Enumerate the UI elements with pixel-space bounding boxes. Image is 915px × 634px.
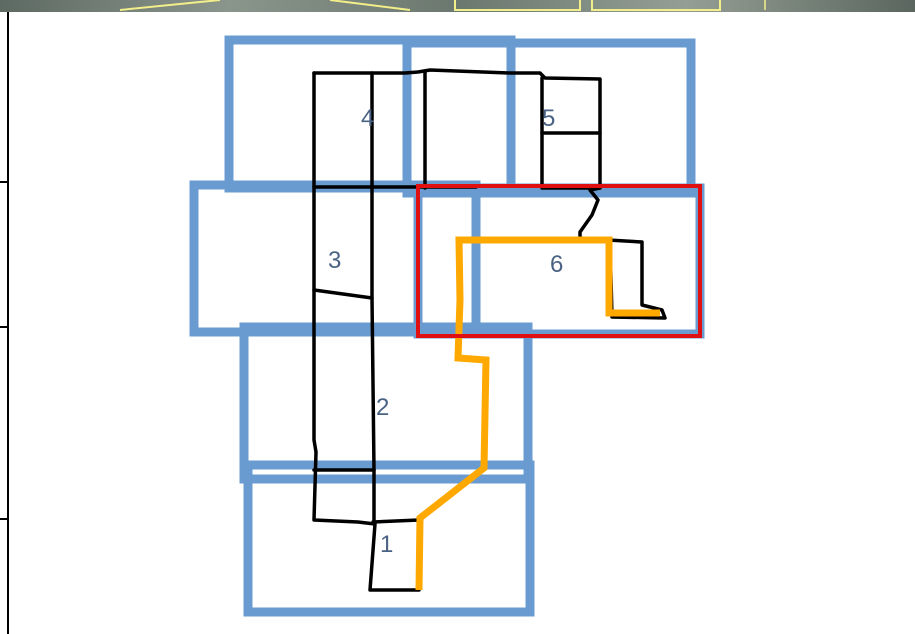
tile-label-6: 6 — [550, 251, 563, 278]
footprint-top-edge — [314, 70, 608, 240]
tile-label-5: 5 — [542, 105, 555, 132]
footprint-divider-3 — [314, 290, 372, 298]
tile-outlines — [194, 40, 700, 612]
tile-label-2: 2 — [376, 394, 389, 421]
tile-label-1: 1 — [380, 531, 393, 558]
tile-label-3: 3 — [328, 247, 341, 274]
route-path — [419, 240, 660, 590]
tile-label-4: 4 — [361, 105, 374, 132]
top-image-strip — [0, 0, 915, 12]
footprint-east-arm — [608, 240, 665, 318]
left-ruler — [0, 12, 8, 634]
